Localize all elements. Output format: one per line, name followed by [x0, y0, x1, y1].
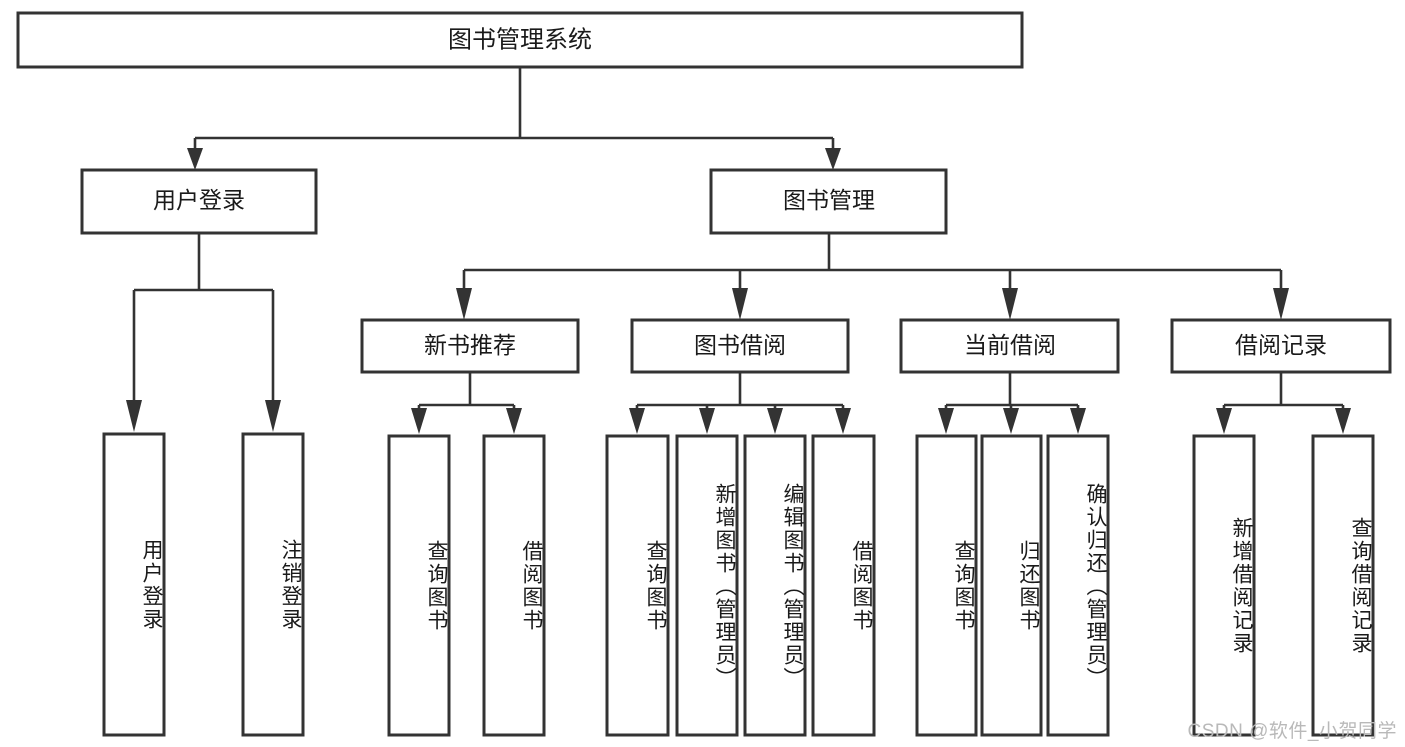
arrow-head-leaf-user-login — [126, 400, 142, 432]
arrow-head-leaf-logout — [265, 400, 281, 432]
leaf-query-book-2-box[interactable] — [605, 434, 670, 737]
leaf-add-record-label: 新增借阅记录 — [1230, 516, 1253, 655]
node-root-label: 图书管理系统 — [448, 26, 592, 53]
node-book-borrow-box[interactable] — [630, 318, 850, 374]
leaf-query-book-3-label: 查询图书 — [952, 539, 975, 632]
csdn-watermark: CSDN @软件_小贺同学 — [1187, 721, 1397, 742]
arrow-head-leaf-query-book-3 — [938, 408, 954, 434]
leaf-user-login-box[interactable] — [102, 432, 166, 737]
leaf-query-record[interactable]: 查询借阅记录 — [1311, 434, 1375, 737]
node-book-manage-box[interactable] — [709, 168, 948, 235]
leaf-borrow-book-1-box[interactable] — [482, 434, 546, 737]
leaf-confirm-return-box[interactable] — [1046, 434, 1110, 737]
arrow-head-leaf-confirm-return — [1070, 408, 1086, 434]
leaf-return-book[interactable]: 归还图书 — [980, 434, 1043, 737]
arrow-head-leaf-query-book-1 — [411, 408, 427, 434]
arrow-head-book-borrow — [732, 288, 748, 320]
arrow-head-leaf-add-record — [1216, 408, 1232, 434]
leaf-return-book-label: 归还图书 — [1017, 539, 1040, 632]
leaf-confirm-return[interactable]: 确认归还（管理员） — [1046, 434, 1110, 737]
arrow-head-leaf-borrow-book-1 — [506, 408, 522, 434]
node-current-borrow-box[interactable] — [899, 318, 1120, 374]
arrow-head-borrow-record — [1273, 288, 1289, 320]
leaf-query-book-3[interactable]: 查询图书 — [915, 434, 978, 737]
leaf-borrow-book-2-box[interactable] — [811, 434, 876, 737]
leaf-borrow-book-2[interactable]: 借阅图书 — [811, 434, 876, 737]
node-user-login-box[interactable] — [80, 168, 318, 235]
node-borrow-record[interactable]: 借阅记录 — [1170, 318, 1392, 374]
leaf-query-book-1-label: 查询图书 — [425, 539, 448, 632]
arrow-head-user-login — [187, 148, 203, 170]
arrow-head-book-manage — [825, 148, 841, 170]
leaf-user-login-label: 用户登录 — [140, 538, 163, 631]
leaf-edit-book-label: 编辑图书（管理员） — [781, 482, 804, 690]
leaf-borrow-book-2-label: 借阅图书 — [850, 539, 873, 632]
leaf-add-book[interactable]: 新增图书（管理员） — [675, 434, 739, 737]
arrow-head-leaf-query-record — [1335, 408, 1351, 434]
leaf-return-book-box[interactable] — [980, 434, 1043, 737]
node-root-box[interactable] — [16, 11, 1024, 69]
node-new-book-recommend-label: 新书推荐 — [424, 332, 516, 358]
node-book-manage[interactable]: 图书管理 — [709, 168, 948, 235]
arrow-head-new-book-recommend — [456, 288, 472, 320]
node-book-manage-label: 图书管理 — [783, 187, 875, 213]
leaf-query-book-2[interactable]: 查询图书 — [605, 434, 670, 737]
node-borrow-record-box[interactable] — [1170, 318, 1392, 374]
leaf-logout-label: 注销登录 — [279, 538, 302, 631]
leaf-query-book-1-box[interactable] — [387, 434, 451, 737]
node-book-borrow-label: 图书借阅 — [694, 332, 786, 358]
leaf-query-book-2-label: 查询图书 — [644, 539, 667, 632]
arrow-head-leaf-edit-book — [767, 408, 783, 434]
leaf-confirm-return-label: 确认归还（管理员） — [1084, 482, 1107, 690]
leaf-query-record-box[interactable] — [1311, 434, 1375, 737]
leaf-logout[interactable]: 注销登录 — [241, 432, 305, 737]
node-root[interactable]: 图书管理系统 — [16, 11, 1024, 69]
leaf-edit-book-box[interactable] — [743, 434, 807, 737]
leaf-borrow-book-1-label: 借阅图书 — [520, 539, 543, 632]
leaf-logout-box[interactable] — [241, 432, 305, 737]
node-book-borrow[interactable]: 图书借阅 — [630, 318, 850, 374]
leaf-edit-book[interactable]: 编辑图书（管理员） — [743, 434, 807, 737]
arrow-head-leaf-add-book — [699, 408, 715, 434]
leaf-add-record[interactable]: 新增借阅记录 — [1192, 434, 1256, 737]
arrow-head-current-borrow — [1002, 288, 1018, 320]
arrow-head-leaf-return-book — [1003, 408, 1019, 434]
leaf-query-book-3-box[interactable] — [915, 434, 978, 737]
connector-layer — [126, 67, 1351, 434]
arrow-head-leaf-query-book-2 — [629, 408, 645, 434]
leaf-add-book-box[interactable] — [675, 434, 739, 737]
node-user-login[interactable]: 用户登录 — [80, 168, 318, 235]
arrow-head-leaf-borrow-book-2 — [835, 408, 851, 434]
node-new-book-recommend-box[interactable] — [360, 318, 580, 374]
node-borrow-record-label: 借阅记录 — [1235, 332, 1327, 358]
leaf-add-record-box[interactable] — [1192, 434, 1256, 737]
leaf-query-book-1[interactable]: 查询图书 — [387, 434, 451, 737]
node-current-borrow-label: 当前借阅 — [964, 332, 1056, 358]
leaf-query-record-label: 查询借阅记录 — [1349, 516, 1372, 655]
leaf-user-login[interactable]: 用户登录 — [102, 432, 166, 737]
node-user-login-label: 用户登录 — [153, 187, 245, 213]
leaf-add-book-label: 新增图书（管理员） — [713, 482, 736, 690]
node-new-book-recommend[interactable]: 新书推荐 — [360, 318, 580, 374]
node-current-borrow[interactable]: 当前借阅 — [899, 318, 1120, 374]
leaf-borrow-book-1[interactable]: 借阅图书 — [482, 434, 546, 737]
